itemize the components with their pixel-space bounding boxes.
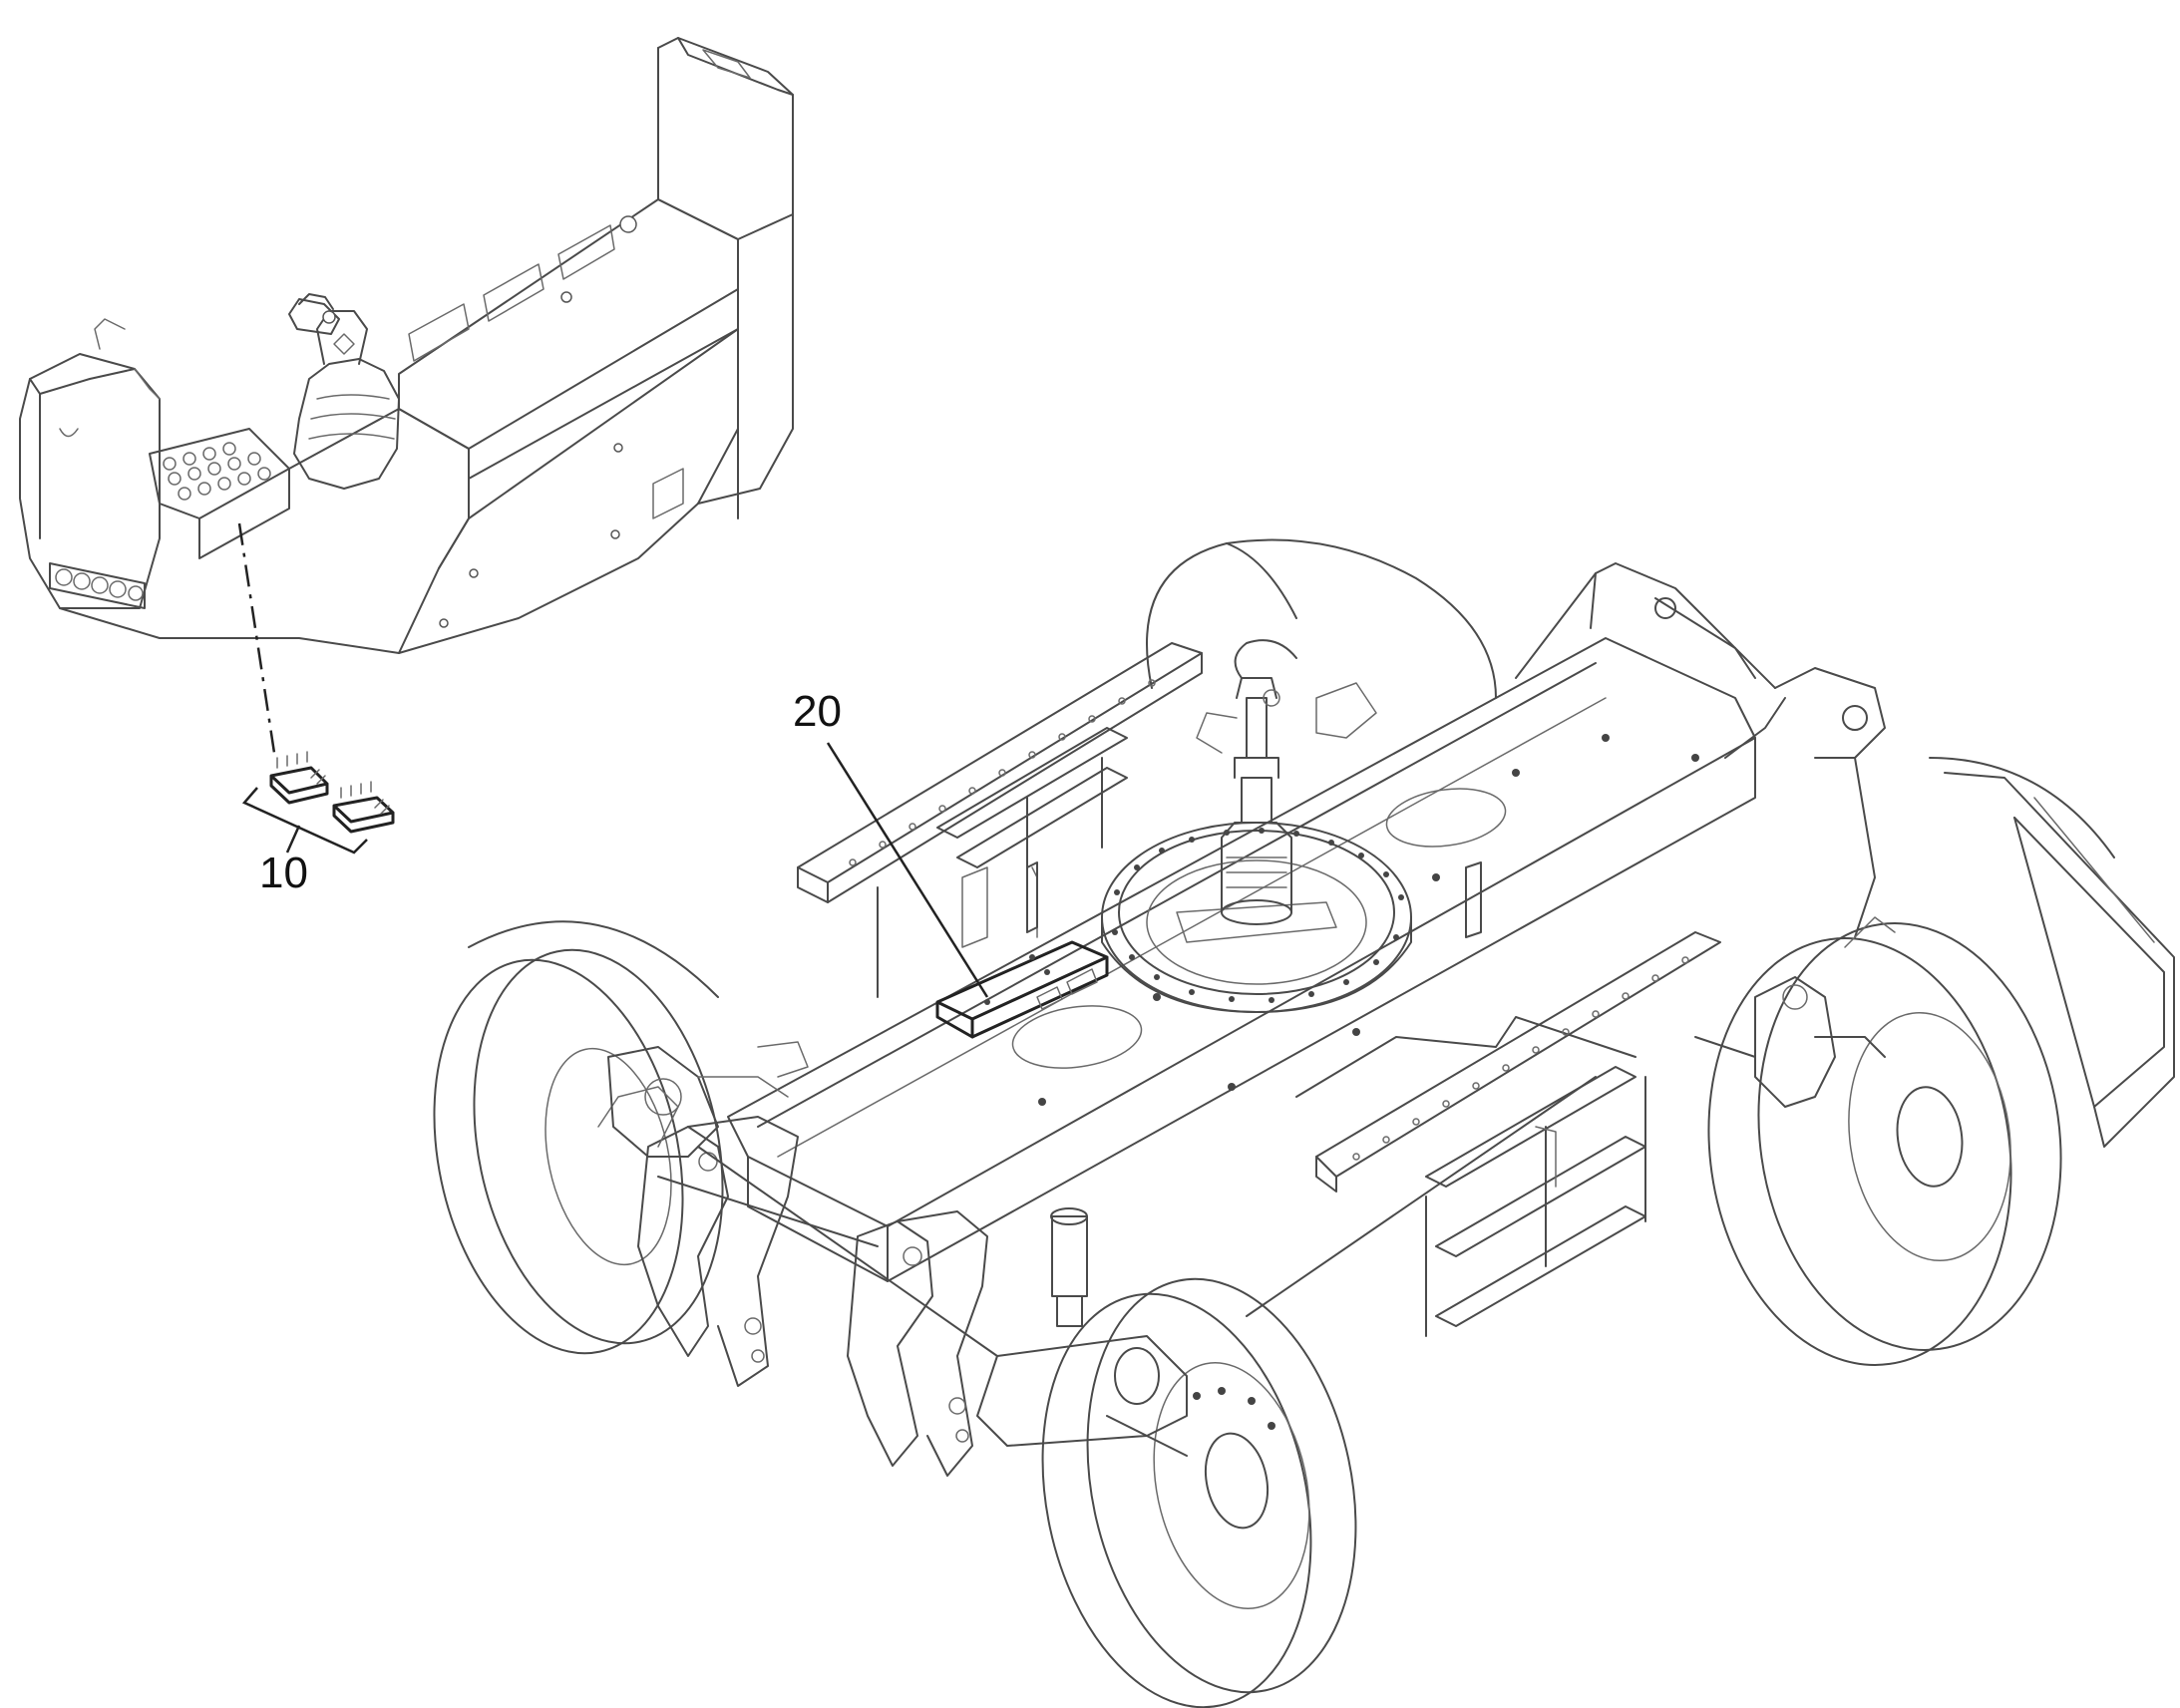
dozer-blade xyxy=(1944,772,2175,1148)
light-bar xyxy=(49,562,146,609)
operator-console xyxy=(19,37,794,654)
main-frame xyxy=(727,637,1756,1282)
vertical-post xyxy=(1465,861,1482,938)
part-20-control-module xyxy=(935,940,1109,1039)
callout-label-20: 20 xyxy=(793,687,842,736)
armrest-keypad xyxy=(149,428,290,559)
part-10-connectors xyxy=(269,751,395,834)
assembly-line-10 xyxy=(237,522,276,754)
rear-lift-arms xyxy=(1515,562,1886,938)
front-suspension xyxy=(597,1041,1597,1477)
wheel-front-right xyxy=(1041,1277,1357,1708)
vertical-post xyxy=(1026,861,1038,933)
wheel-front-left xyxy=(433,920,724,1355)
left-axle-hub xyxy=(607,1046,789,1158)
wheel-rear-right xyxy=(1707,757,2115,1366)
step-platform-left xyxy=(797,642,1203,998)
callout-label-10: 10 xyxy=(259,849,308,897)
rotary-joint xyxy=(1196,639,1377,925)
joystick xyxy=(288,293,400,490)
leader-line-20 xyxy=(826,742,989,998)
rear-axle-hub xyxy=(1694,916,1896,1108)
step-platform-right xyxy=(1295,931,1721,1337)
chassis xyxy=(433,538,2175,1708)
wheel-rear-left xyxy=(1146,538,1497,699)
callout-bracket-10 xyxy=(241,787,368,854)
